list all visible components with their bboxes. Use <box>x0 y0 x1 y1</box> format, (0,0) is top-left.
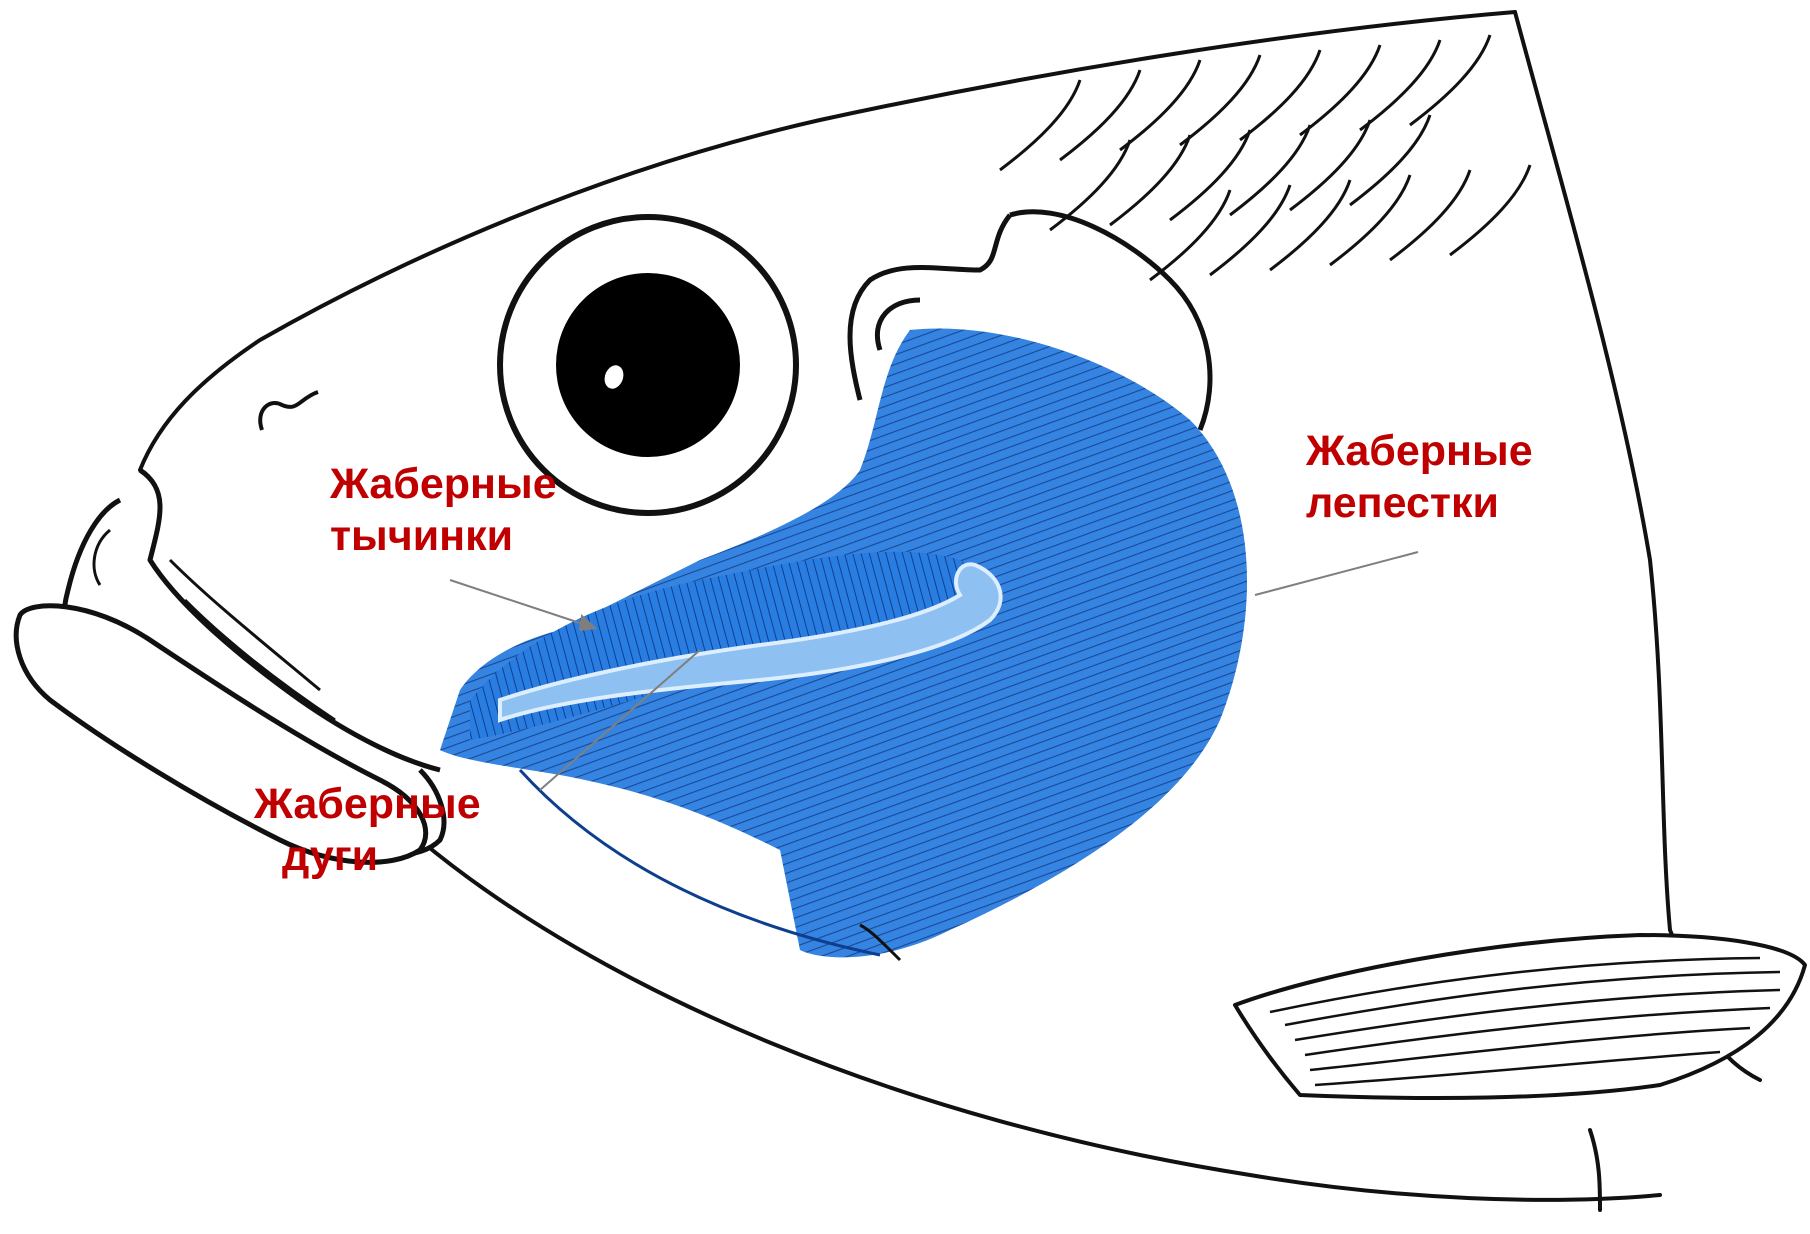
label-gill-arches: Жаберные дуги <box>254 778 481 882</box>
label-gill-filaments-line1: Жаберные <box>1306 425 1533 477</box>
label-gill-arches-line2: дуги <box>254 830 481 882</box>
label-gill-rakers-line1: Жаберные <box>330 458 557 510</box>
label-gill-arches-line1: Жаберные <box>254 778 481 830</box>
scales <box>1000 35 1530 280</box>
pectoral-fin <box>1235 935 1805 1098</box>
nostril <box>260 392 318 430</box>
label-gill-rakers-line2: тычинки <box>330 510 557 562</box>
pupil <box>556 273 740 457</box>
leader-gill-rakers <box>450 580 595 628</box>
leader-gill-filaments <box>1255 552 1418 595</box>
label-gill-filaments-line2: лепестки <box>1306 477 1533 529</box>
label-gill-rakers: Жаберные тычинки <box>330 458 557 562</box>
label-gill-filaments: Жаберные лепестки <box>1306 425 1533 529</box>
